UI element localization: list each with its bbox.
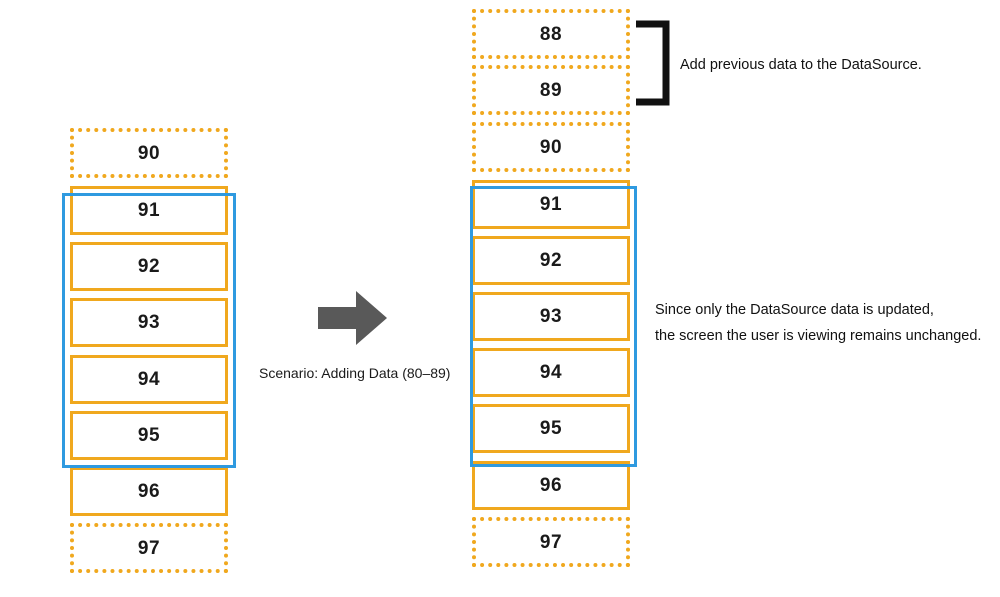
scenario-caption: Scenario: Adding Data (80–89) (259, 365, 451, 381)
transition-arrow-icon (318, 290, 388, 346)
list-item[interactable]: 92 (472, 236, 630, 285)
list-item-value: 95 (137, 425, 161, 446)
list-item[interactable]: 96 (70, 467, 228, 516)
list-item[interactable]: 95 (70, 411, 228, 460)
list-item[interactable]: 90 (70, 128, 228, 178)
annotation-unchanged-line1: Since only the DataSource data is update… (655, 302, 934, 318)
list-item[interactable]: 97 (70, 523, 228, 573)
list-item-value: 90 (137, 142, 161, 164)
list-item-value: 96 (539, 475, 563, 496)
list-item[interactable]: 93 (472, 292, 630, 341)
added-rows-bracket-icon (634, 20, 672, 106)
annotation-unchanged-line2: the screen the user is viewing remains u… (655, 328, 982, 344)
list-item-value: 88 (539, 23, 563, 45)
list-item-value: 92 (137, 256, 161, 277)
list-item-value: 95 (539, 418, 563, 439)
list-item[interactable]: 94 (70, 355, 228, 404)
list-item[interactable]: 88 (472, 9, 630, 59)
list-item-value: 89 (539, 79, 563, 101)
list-item-value: 93 (539, 306, 563, 327)
list-item-value: 97 (539, 531, 563, 553)
list-item[interactable]: 94 (472, 348, 630, 397)
list-item[interactable]: 90 (472, 122, 630, 172)
list-item-value: 92 (539, 250, 563, 271)
list-item[interactable]: 91 (70, 186, 228, 235)
list-item-value: 91 (137, 200, 161, 221)
list-item-value: 94 (539, 362, 563, 383)
list-item-value: 94 (137, 369, 161, 390)
list-item[interactable]: 91 (472, 180, 630, 229)
list-item-value: 93 (137, 312, 161, 333)
list-item[interactable]: 95 (472, 404, 630, 453)
annotation-added-data: Add previous data to the DataSource. (680, 57, 922, 73)
list-item[interactable]: 93 (70, 298, 228, 347)
list-item-value: 97 (137, 537, 161, 559)
list-item-value: 90 (539, 136, 563, 158)
list-item[interactable]: 92 (70, 242, 228, 291)
list-item-value: 96 (137, 481, 161, 502)
list-item[interactable]: 96 (472, 461, 630, 510)
list-item[interactable]: 97 (472, 517, 630, 567)
list-item[interactable]: 89 (472, 65, 630, 115)
list-item-value: 91 (539, 194, 563, 215)
